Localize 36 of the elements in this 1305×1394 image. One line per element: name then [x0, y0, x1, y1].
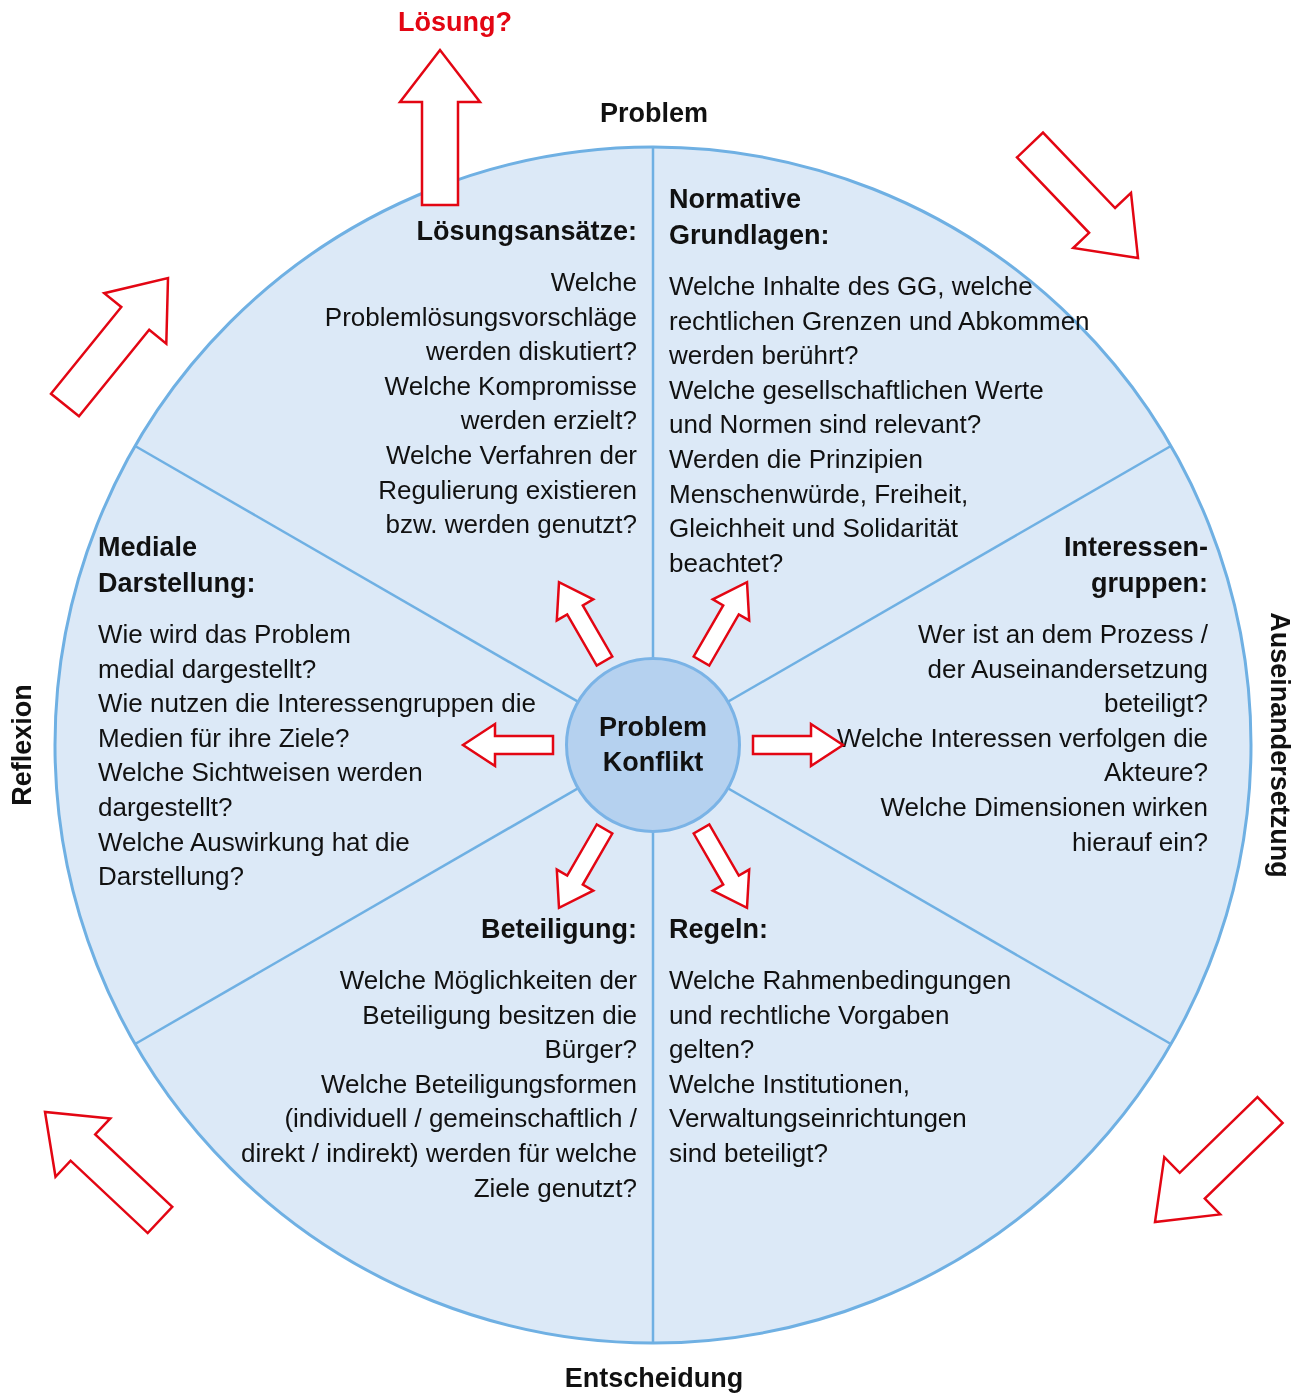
question-text: Wie nutzen die Interessengruppen die Medien für ihre Ziele?	[98, 687, 537, 755]
question-text: Welche Möglichkeiten der Beteiligung besitzen die Bürger?	[338, 964, 637, 1067]
block-arrow	[397, 47, 483, 207]
block-arrow	[692, 580, 751, 668]
question-text: Wer ist an dem Prozess / der Auseinandersetzung beteiligt?	[917, 618, 1208, 721]
sector-heading: Mediale Darstellung:	[98, 531, 257, 600]
sector-heading: Lösungsansätze:	[416, 215, 637, 248]
question-text: Welche Inhalte des GG, welche rechtlichen Grenzen und Abkommen werden berührt?	[669, 270, 1091, 373]
question-text: Welche Institutionen, Verwaltungseinrichtungen sind beteiligt?	[669, 1067, 968, 1170]
question-text: Welche Interessen verfolgen die Akteure?	[836, 721, 1208, 790]
stage-label: Entscheidung	[564, 1362, 744, 1394]
question-text: Welche Rahmenbedingungen und rechtliche Vorgaben gelten?	[669, 964, 1013, 1067]
stage-label: Reflexion	[6, 684, 38, 806]
stage-label: Auseinandersetzung	[1264, 612, 1296, 878]
question-text: Welche Verfahren der Regulierung existieren bzw. werden genutzt?	[377, 438, 637, 542]
block-arrow	[555, 822, 614, 910]
sector-heading: Beteiligung:	[481, 913, 637, 946]
question-text: Welche Problemlösungsvorschläge werden diskutiert?	[323, 266, 637, 369]
question-text: Welche Beteiligungsformen (individuell / gemeinschaftlich / direkt / indirekt) werden für welche Ziele genutzt?	[240, 1067, 637, 1205]
sector-heading: Regeln:	[669, 913, 768, 946]
question-text: Welche Kompromisse werden erzielt?	[383, 369, 637, 438]
block-arrow	[460, 721, 555, 769]
wheel-circle	[53, 145, 1253, 1345]
sector-heading: Normative Grundlagen:	[669, 183, 831, 252]
question-text: Welche Dimensionen wirken hierauf ein?	[879, 790, 1208, 859]
question-text: Werden die Prinzipien Menschenwürde, Freiheit, Gleichheit und Solidarität beachtet?	[669, 442, 970, 580]
block-arrow	[751, 721, 846, 769]
stage-label: Problem	[600, 97, 708, 129]
block-arrow	[692, 822, 751, 910]
question-text: Welche gesellschaftlichen Werte und Normen sind relevant?	[669, 373, 1045, 442]
stage-label: Lösung?	[398, 6, 512, 38]
block-arrow	[555, 580, 614, 668]
question-text: Welche Sichtweisen werden dargestellt?	[98, 756, 424, 824]
question-text: Wie wird das Problem medial dargestellt?	[98, 618, 352, 686]
question-text: Welche Auswirkung hat die Darstellung?	[98, 825, 411, 894]
sector-heading: Interessen- gruppen:	[1062, 531, 1208, 600]
